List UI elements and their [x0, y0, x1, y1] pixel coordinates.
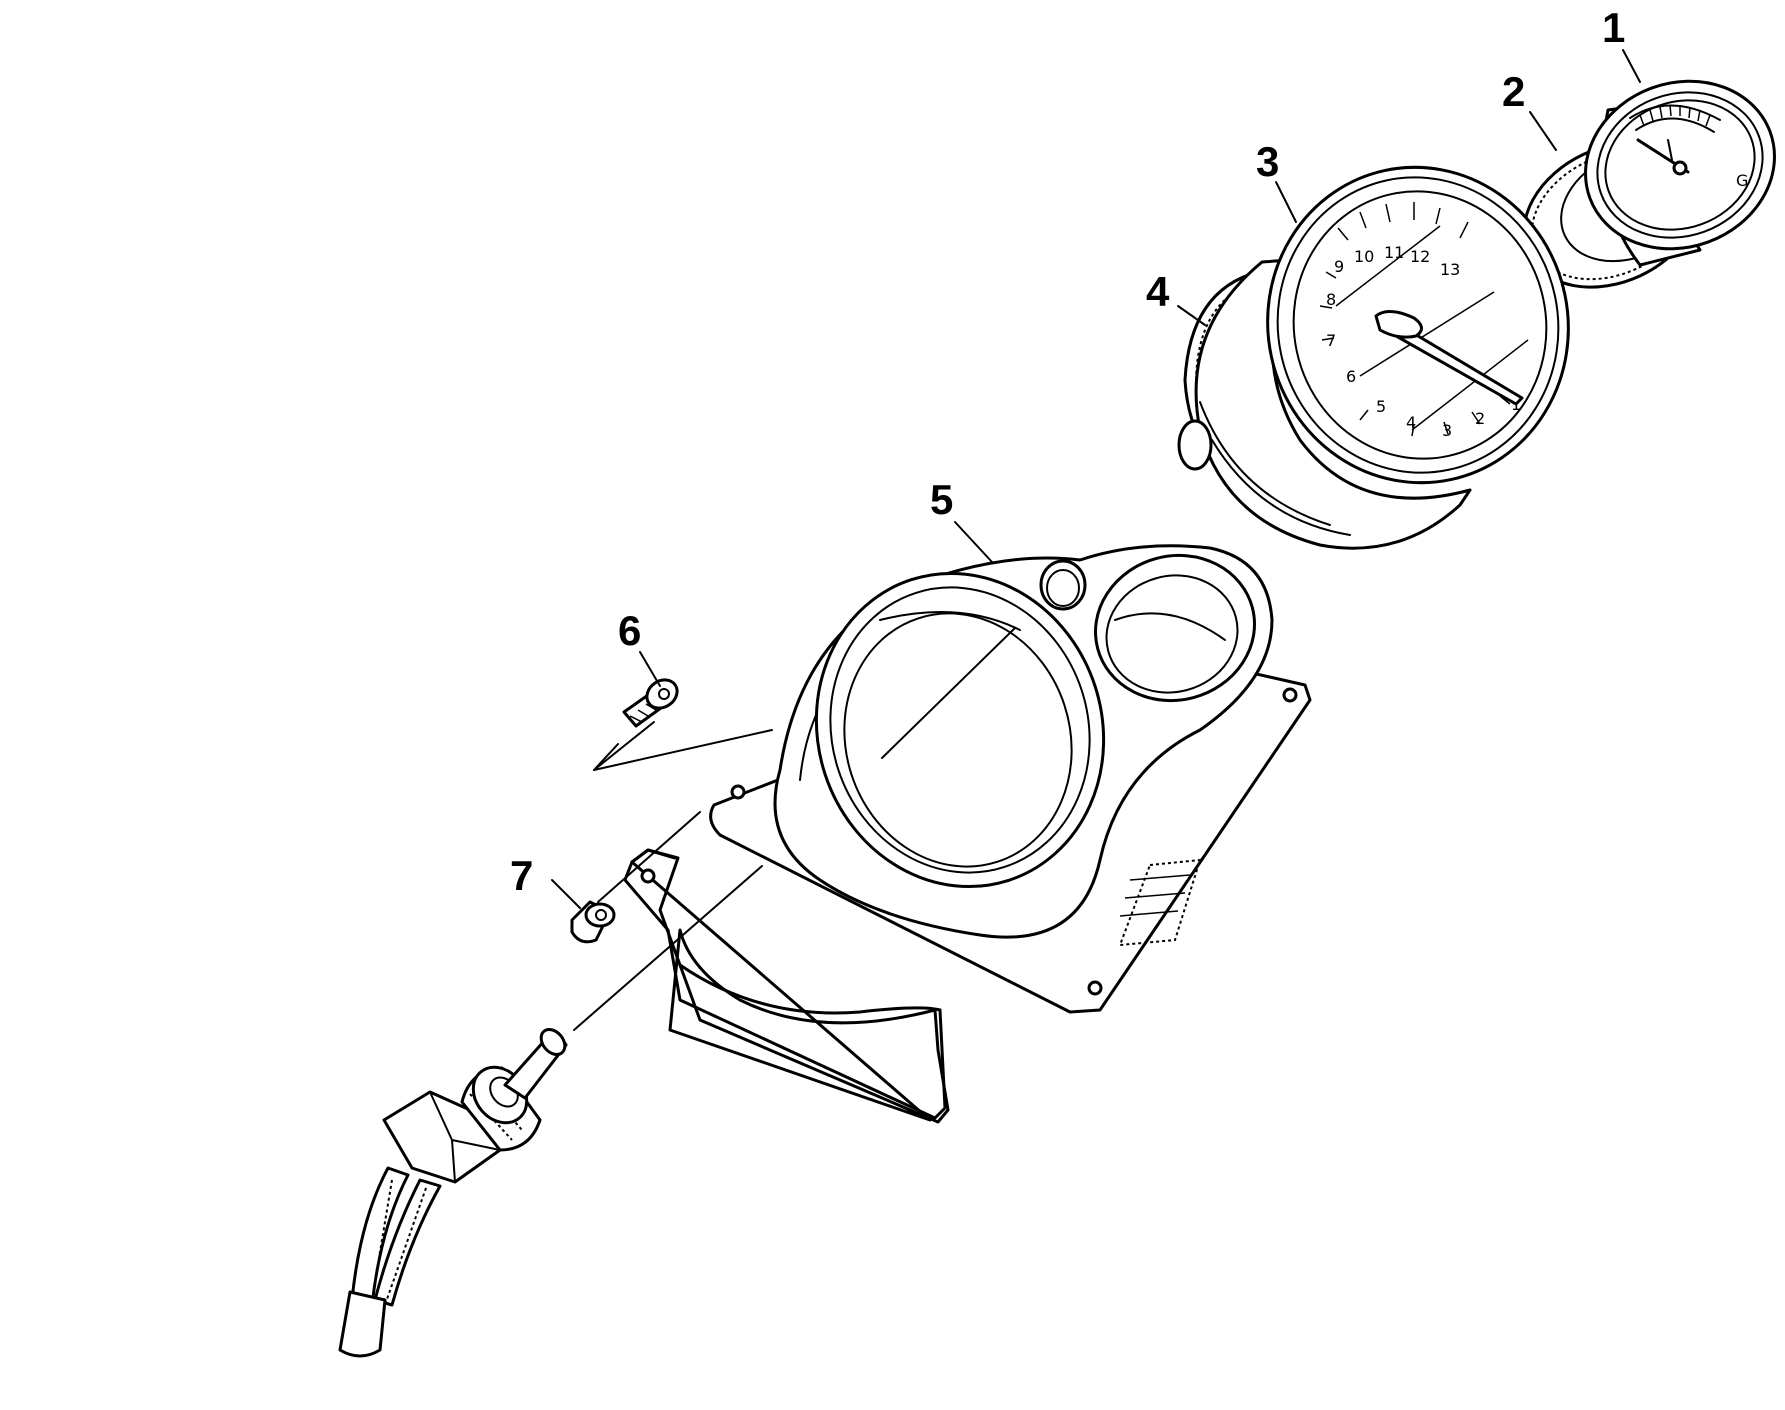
- assembly-lines: [573, 627, 1016, 1031]
- tacho-num-4: 4: [1406, 413, 1416, 432]
- small-gauge-mark: G: [1736, 171, 1748, 190]
- tacho-num-6: 6: [1346, 367, 1356, 386]
- tacho-num-8: 8: [1326, 290, 1336, 309]
- instrument-panel-housing: [709, 544, 1312, 1014]
- tacho-num-2: 2: [1475, 409, 1485, 428]
- tachometer-ticks: [1319, 202, 1529, 437]
- small-gauge-scale-ticks: [1639, 104, 1711, 127]
- tacho-num-7: 7: [1326, 331, 1336, 350]
- housing-label-patch: [1118, 858, 1202, 947]
- tacho-num-9: 9: [1334, 257, 1344, 276]
- callout-6: 6: [618, 607, 641, 654]
- tachometer: 1 2 3 4 5 6 7 8 9 10 11 12 13: [1177, 165, 1570, 550]
- switch-bracket: [623, 848, 950, 1124]
- tacho-num-3: 3: [1442, 421, 1452, 440]
- callout-7: 7: [510, 852, 533, 899]
- tacho-num-12: 12: [1410, 247, 1430, 266]
- tachometer-needle: [1374, 310, 1524, 406]
- callout-4: 4: [1146, 268, 1170, 315]
- screw: [622, 678, 679, 728]
- grommet-nut: [570, 900, 616, 944]
- tacho-num-10: 10: [1354, 247, 1374, 266]
- callout-1: 1: [1602, 4, 1625, 51]
- tacho-num-5: 5: [1376, 397, 1386, 416]
- callout-3: 3: [1256, 138, 1279, 185]
- callout-leaders: [551, 49, 1641, 909]
- small-gauge: G: [1584, 79, 1776, 267]
- callout-2: 2: [1502, 68, 1525, 115]
- callout-5: 5: [930, 476, 953, 523]
- toggle-switch: [338, 1027, 568, 1358]
- callout-labels: 1 2 3 4 5 6 7: [510, 4, 1625, 899]
- tacho-num-11: 11: [1384, 243, 1404, 262]
- tacho-num-13: 13: [1440, 260, 1460, 279]
